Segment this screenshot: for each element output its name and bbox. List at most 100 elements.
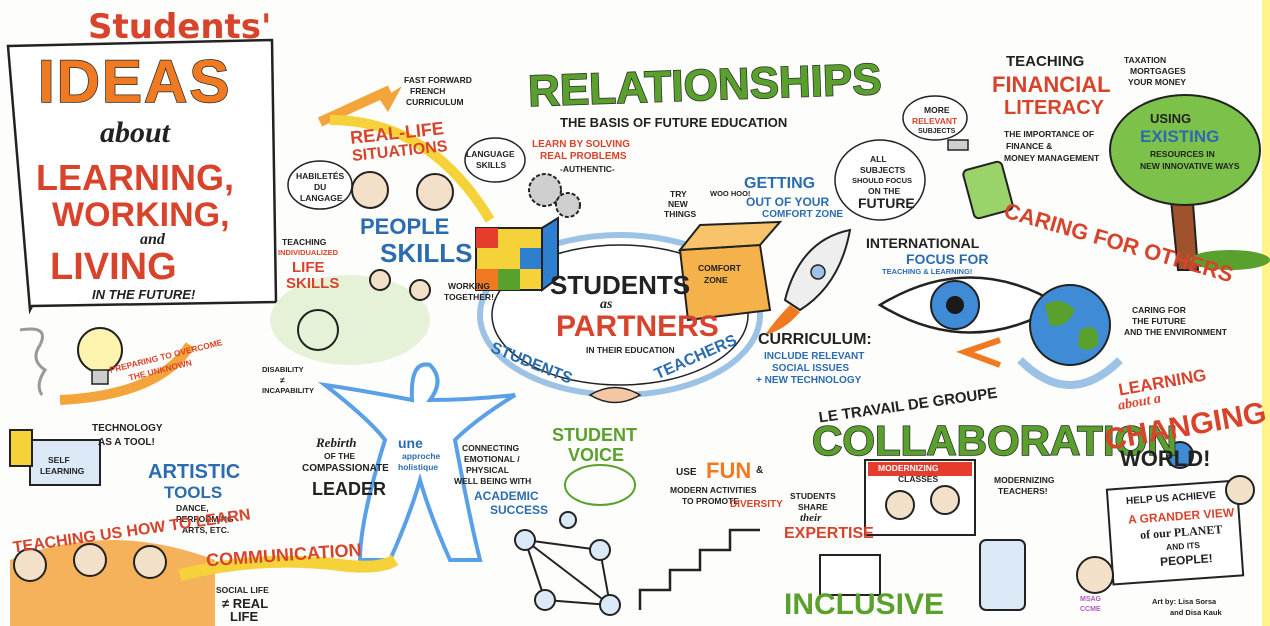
stairs-icon (638, 528, 760, 610)
handshake-icon (588, 386, 642, 404)
child-icon (73, 543, 107, 577)
disability-l3: INCAPABILITY (262, 386, 314, 395)
language-skills-l2: SKILLS (476, 160, 507, 170)
connecting-l4: WELL BEING with (454, 476, 532, 486)
curriculum-l3: SOCIAL ISSUES (772, 363, 850, 374)
social-life-l3: LIFE (230, 609, 259, 624)
try-new-l2: NEW (668, 199, 688, 209)
speech-bubble-icon (464, 137, 526, 183)
thought-cloud-icon (834, 139, 926, 221)
curriculum-l4: + NEW TECHNOLOGY (756, 375, 862, 386)
connecting-l1: CONNECTING (462, 443, 520, 453)
artistic-l4: PERFORMING (176, 514, 234, 524)
all-subjects-l5: FUTURE (858, 195, 915, 211)
technology-l2: AS A TOOL! (98, 437, 155, 448)
importance-l3: MONEY MANAGEMENT (1004, 153, 1100, 163)
partners-l4: IN THEIR EDUCATION (586, 345, 675, 355)
rebirth-l3: COMPASSIONATE (302, 463, 389, 474)
relationships-subtitle: THE BASIS of FUTURE EDUCATION (560, 115, 788, 130)
using-existing-l3: RESOURCES in (1150, 149, 1215, 159)
taxation-l2: MORTGAGES (1130, 66, 1186, 76)
rubik-cube-icon (475, 216, 559, 292)
badge-l1: MSAG (1080, 596, 1101, 603)
caring-future-l3: AND THE ENVIRONMENT (1124, 327, 1227, 337)
disability-l2: ≠ (280, 375, 285, 385)
title-students: Students' (88, 7, 272, 47)
globe-icon (1017, 284, 1123, 389)
tree-icon (1109, 94, 1270, 271)
artistic-l3: DANCE, (176, 503, 209, 513)
group-background (270, 275, 430, 365)
title-living: LIVING (50, 246, 177, 288)
student-voice-l2: VOICE (568, 445, 625, 465)
students-share-l3: their (800, 512, 822, 524)
self-learning-l2: LEARNING (40, 466, 85, 476)
connecting-l3: PHYSICAL (466, 465, 509, 475)
teaching-financial-l3: LITERACY (1004, 97, 1104, 119)
caring-future-l1: CARING FOR (1132, 305, 1186, 315)
curriculum-l1: CURRICULUM: (758, 331, 872, 348)
overcome-arrow-icon (59, 342, 195, 405)
comfort-zone-l1: COMFORT (698, 263, 741, 273)
use-fun-l5: TO PROMOTE (682, 496, 739, 506)
inclusive-title: INCLUSIVE (784, 588, 945, 621)
calculator-icon (962, 160, 1014, 220)
student-voice-burst (564, 464, 636, 506)
person-face-icon (351, 171, 389, 209)
teaching-life-l3: LIFE (292, 259, 325, 276)
laptop-icon (29, 439, 101, 486)
social-life-l1: SOCIAL LIFE (216, 585, 269, 595)
comfort-zone-box-icon (677, 220, 783, 322)
all-subjects-l3: SHOULD FOCUS (852, 176, 912, 185)
teaching-financial-l2: FINANCIAL (992, 72, 1111, 97)
learn-solving-l1: LEARN by SOLVING (532, 139, 630, 150)
child-icon (133, 545, 167, 579)
partners-oval-inner (491, 244, 749, 386)
connecting-l2: EMOTIONAL / (464, 454, 520, 464)
modernizing-teachers-l1: MODERNIZING (994, 475, 1055, 485)
fast-forward-l3: CURRICULUM (406, 97, 464, 107)
people-skills-l2: SKILLS (380, 238, 473, 268)
world-o-icon (1166, 441, 1194, 469)
leader-figure-icon (317, 362, 517, 562)
getting-out-l2: OUT of YOUR (746, 195, 830, 209)
international-l2: FOCUS for (906, 251, 989, 267)
approche-l3: holistique (398, 462, 439, 472)
use-fun-l2: FUN (706, 458, 752, 483)
importance-l2: FINANCE & (1006, 141, 1053, 151)
importance-l1: THE IMPORTANCE of (1004, 129, 1095, 139)
taxation-l3: YOUR MONEY (1128, 77, 1187, 87)
phone-icon (9, 429, 33, 467)
use-fun-l6: DIVERSITY (730, 499, 783, 510)
modernizing-classes-l1: MODERNIZING (878, 463, 939, 473)
habiletes-l2: DU (314, 182, 327, 192)
taxation-l1: TAXATION (1124, 55, 1167, 65)
classes-banner (868, 462, 972, 476)
teaching-financial-l1: TEACHING (1006, 53, 1085, 70)
title-future: IN the FUTURE! (92, 287, 196, 302)
language-skills-l1: LANGUAGE (466, 149, 515, 159)
getting-out-l1: GETTING (744, 175, 816, 192)
approche-l1: une (398, 435, 423, 451)
satellite-icon (947, 139, 969, 151)
collaboration-title: COLLABORATION (811, 417, 1178, 464)
more-relevant-l2: RELEVANT (912, 116, 958, 126)
title-about: about (100, 116, 171, 149)
help-us-sign (1105, 479, 1245, 586)
try-new-l3: THINGS (664, 209, 697, 219)
habiletes-l1: HABILETÉS (296, 171, 345, 181)
modernizing-classes-l2: CLASSES (898, 474, 939, 484)
wheelchair-icon (297, 309, 339, 351)
learn-solving-l2: REAL PROBLEMS (540, 151, 627, 162)
tablet-icon (979, 539, 1026, 611)
all-subjects-l4: ON THE (868, 186, 901, 196)
use-fun-l1: USE (676, 467, 697, 478)
tornado-icon (19, 327, 48, 396)
all-subjects-l2: SUBJECTS (860, 165, 906, 175)
partners-l3: PARTNERS (556, 310, 719, 343)
use-fun-l3: & (756, 465, 764, 476)
artistic-l5: ARTS, ETC. (182, 525, 230, 535)
learning-changing-l4: WORLD! (1120, 446, 1211, 471)
